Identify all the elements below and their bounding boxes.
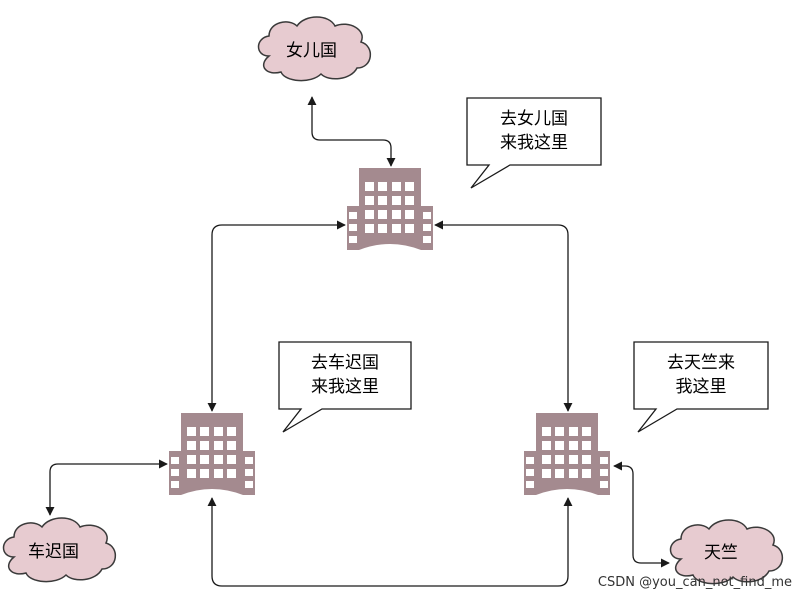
bubble-text-left: 去车迟国 来我这里 [279, 351, 411, 399]
speech-bubble-top [466, 97, 602, 189]
link-top-right [434, 220, 573, 412]
building-icon-left [169, 413, 255, 495]
bubble-line: 去女儿国 [500, 109, 568, 129]
link-top-left [207, 220, 346, 412]
building-icon-right [524, 413, 610, 495]
cloud-label-nuerguo: 女儿国 [286, 41, 337, 61]
link-right-tianzhu [613, 461, 670, 568]
bubble-line: 来我这里 [500, 133, 568, 153]
bubble-text-right: 去天竺来 我这里 [634, 351, 768, 399]
link-left-right [207, 497, 573, 587]
bubble-text-top: 去女儿国 来我这里 [467, 107, 601, 155]
bubble-line: 去天竺来 [667, 353, 735, 373]
bubble-line: 去车迟国 [311, 353, 379, 373]
link-left-chechiguo [45, 459, 168, 516]
watermark: CSDN @you_can_not_find_me [597, 575, 792, 590]
cloud-label-tianzhu: 天竺 [704, 543, 738, 563]
bubble-line: 我这里 [675, 377, 727, 397]
speech-bubble-right [633, 341, 769, 433]
link-nuerguo-top [307, 96, 396, 167]
bubble-line: 来我这里 [311, 377, 379, 397]
cloud-label-chechiguo: 车迟国 [28, 542, 79, 562]
building-icon-top [347, 168, 433, 250]
